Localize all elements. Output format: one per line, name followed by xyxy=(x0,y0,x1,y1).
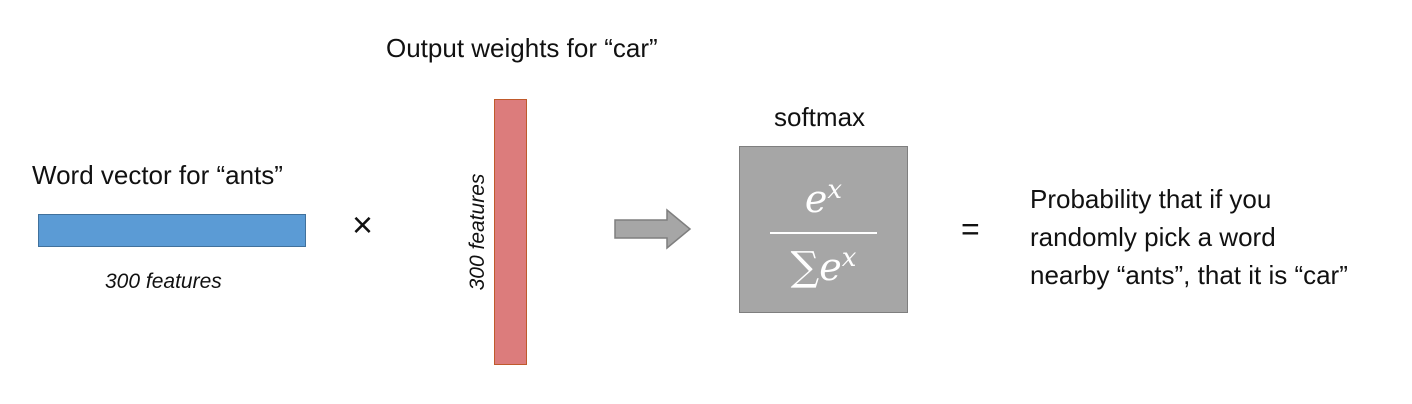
softmax-numerator: ex xyxy=(804,175,843,221)
output-weights-size-label: 300 features xyxy=(466,173,489,291)
word-vector-title: Word vector for “ants” xyxy=(32,160,283,190)
softmax-denominator: ∑ex xyxy=(790,243,857,290)
multiply-operator: × xyxy=(352,204,374,245)
right-arrow-icon xyxy=(614,208,692,250)
fraction-line xyxy=(770,232,877,234)
probability-description: Probability that if you randomly pick a … xyxy=(1030,180,1348,294)
softmax-title: softmax xyxy=(774,102,866,132)
word-vector-size-label: 300 features xyxy=(105,270,222,293)
probability-line-2: randomly pick a word xyxy=(1030,222,1276,252)
equals-operator: = xyxy=(961,211,980,247)
probability-line-3: nearby “ants”, that it is “car” xyxy=(1030,260,1348,290)
softmax-formula-box: ex ∑ex xyxy=(739,146,908,313)
probability-line-1: Probability that if you xyxy=(1030,184,1272,214)
output-weights-title: Output weights for “car” xyxy=(386,33,658,63)
output-weights-bar xyxy=(494,99,527,365)
word-vector-bar xyxy=(38,214,306,247)
